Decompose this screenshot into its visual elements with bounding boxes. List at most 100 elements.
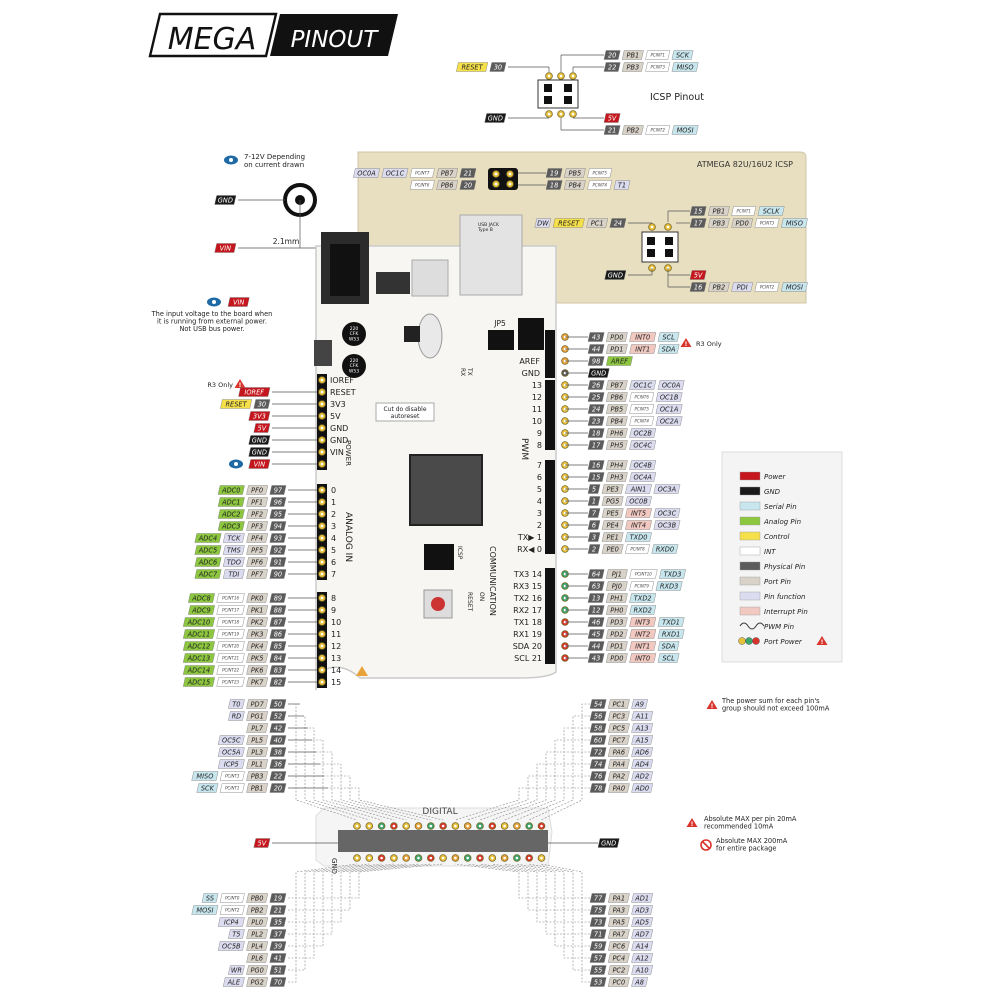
pin-dot-hole bbox=[320, 572, 324, 576]
pin-dot-hole bbox=[404, 856, 408, 860]
pin-tag-text: ADC1 bbox=[221, 499, 240, 507]
pin-tag-bg bbox=[216, 605, 245, 615]
pin-tag-bg bbox=[216, 665, 245, 675]
pin-tag-bg bbox=[629, 344, 657, 354]
warning-mark: ! bbox=[821, 639, 824, 646]
pin-dot-hole bbox=[650, 225, 654, 229]
pin-tag-text: INT0 bbox=[635, 334, 650, 342]
power-pin-name: 5V bbox=[330, 412, 341, 421]
pin-tag-bg bbox=[269, 759, 287, 769]
pin-dot-hole bbox=[320, 668, 324, 672]
pin-dot-hole bbox=[466, 824, 470, 828]
pin-tag-bg bbox=[248, 459, 271, 469]
pin-tag-bg bbox=[587, 428, 605, 438]
pin-tag-bg bbox=[587, 617, 605, 627]
pin-tag-bg bbox=[246, 699, 269, 709]
pin-tag-text: ADC15 bbox=[187, 679, 211, 687]
pin-tag-text: PD1 bbox=[610, 643, 623, 651]
title-box-right bbox=[270, 14, 398, 56]
analog-pin-number: 0 bbox=[331, 486, 336, 495]
pin-tag-bg bbox=[188, 593, 215, 603]
pin-tag-bg bbox=[605, 344, 628, 354]
pin-tag-text: SCK bbox=[201, 785, 215, 793]
pin-tag-bg bbox=[587, 508, 601, 518]
pin-tag-bg bbox=[246, 641, 269, 651]
pin-tag-text: OC0A bbox=[662, 382, 681, 390]
pin-tag-text: MOSI bbox=[196, 907, 213, 915]
legend-swatch-dot bbox=[745, 637, 753, 645]
warning-mark: ! bbox=[685, 341, 688, 348]
pin-tag-text: OC1C bbox=[386, 170, 405, 178]
analog-pin-number: 13 bbox=[331, 654, 341, 663]
digital-wire bbox=[454, 787, 590, 821]
pin-tag-text: PCINT2 bbox=[760, 285, 775, 290]
communication-section-label: COMMUNICATION bbox=[488, 546, 497, 616]
pin-tag-text: 22 bbox=[274, 773, 282, 781]
pin-tag-text: PA0 bbox=[613, 785, 625, 793]
pin-tag-bg bbox=[534, 218, 552, 228]
pin-tag-bg bbox=[609, 218, 627, 228]
pin-tag-bg bbox=[605, 472, 628, 482]
pin-tag-bg bbox=[631, 965, 654, 975]
pin-tag-text: ICP5 bbox=[224, 761, 239, 769]
pin-tag-bg bbox=[246, 953, 269, 963]
pin-dot-hole bbox=[508, 182, 512, 186]
pin-tag-text: PCINT5 bbox=[635, 407, 650, 412]
pin-tag-bg bbox=[246, 557, 269, 567]
pin-dot-hole bbox=[494, 172, 498, 176]
pin-tag-bg bbox=[601, 508, 624, 518]
pin-tag-text: PD0 bbox=[610, 334, 623, 342]
pin-tag-bg bbox=[238, 387, 271, 397]
pin-tag-bg bbox=[629, 569, 658, 579]
pin-tag-text: 36 bbox=[274, 761, 282, 769]
pin-tag-bg bbox=[607, 941, 630, 951]
legend-swatch bbox=[739, 561, 761, 571]
digital-wire bbox=[288, 863, 431, 911]
pin-tag-bg bbox=[653, 484, 681, 494]
warning-mark: ! bbox=[691, 821, 694, 828]
pin-tag-text: 77 bbox=[594, 895, 603, 903]
pin-tag-text: 71 bbox=[594, 931, 602, 939]
legend-item: Analog Pin bbox=[763, 518, 801, 526]
pin-tag-text: PK6 bbox=[251, 667, 264, 675]
pin-dot-hole bbox=[515, 824, 519, 828]
pin-tag-bg bbox=[219, 905, 245, 915]
pin-tag-bg bbox=[246, 545, 269, 555]
pin-tag-text: GND bbox=[252, 449, 267, 457]
atmega-title: ATMEGA 82U/16U2 ICSP bbox=[697, 160, 793, 169]
pin-tag-bg bbox=[607, 747, 630, 757]
pin-tag-text: 52 bbox=[274, 713, 282, 721]
pin-tag-text: 15 bbox=[694, 208, 702, 216]
pin-tag-bg bbox=[587, 581, 605, 591]
pin-tag-text: AD3 bbox=[634, 907, 649, 915]
pin-tag-bg bbox=[653, 508, 681, 518]
pin-tag-bg bbox=[655, 404, 683, 414]
pin-tag-text: 56 bbox=[594, 713, 602, 721]
pin-tag-text: WR bbox=[231, 967, 242, 975]
pin-tag-bg bbox=[246, 629, 269, 639]
pin-tag-text: OC1B bbox=[660, 394, 679, 402]
pin-tag-bg bbox=[629, 380, 657, 390]
pin-tag-bg bbox=[601, 484, 624, 494]
pin-tag-text: 74 bbox=[594, 761, 602, 769]
pin-tag-text: PB5 bbox=[610, 406, 623, 414]
pin-tag-text: 19 bbox=[274, 895, 282, 903]
pin-tag-bg bbox=[605, 404, 628, 414]
pin-dot-hole bbox=[392, 856, 396, 860]
pin-tag-bg bbox=[605, 460, 628, 470]
pin-tag-bg bbox=[621, 125, 644, 135]
